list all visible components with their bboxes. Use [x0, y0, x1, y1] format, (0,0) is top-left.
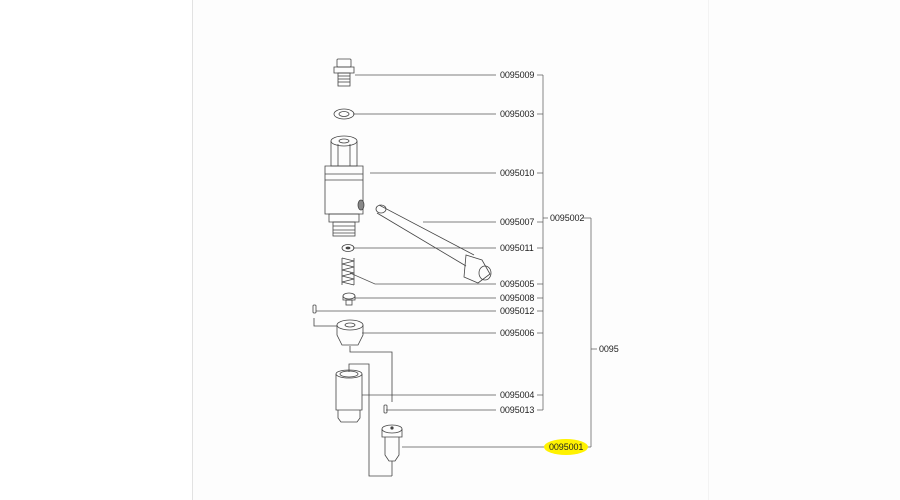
- part-label-0095007[interactable]: 0095007: [500, 217, 535, 227]
- inlet-connector-part: [375, 204, 492, 284]
- part-label-0095001-highlighted[interactable]: 0095001: [544, 439, 589, 455]
- part-label-0095013[interactable]: 0095013: [500, 405, 535, 415]
- shim-washer-part: [341, 244, 355, 252]
- nozzle-part: [381, 424, 403, 476]
- part-label-0095008[interactable]: 0095008: [500, 293, 535, 303]
- locating-pin-part: [383, 404, 388, 414]
- subassembly-label-0095002[interactable]: 0095002: [550, 213, 585, 223]
- diagram-panel: [193, 0, 900, 500]
- part-label-0095010[interactable]: 0095010: [500, 168, 535, 178]
- part-label-0095006[interactable]: 0095006: [500, 328, 535, 338]
- left-panel: [0, 0, 192, 500]
- part-label-0095012[interactable]: 0095012: [500, 306, 535, 316]
- injector-body-part: [324, 135, 365, 237]
- assembly-label-0095[interactable]: 0095: [599, 344, 619, 354]
- leader-lines: [316, 74, 546, 448]
- part-label-0095003[interactable]: 0095003: [500, 109, 535, 119]
- panel-divider: [192, 0, 193, 500]
- banjo-bolt-part: [333, 58, 355, 87]
- part-label-0095009[interactable]: 0095009: [500, 70, 535, 80]
- part-label-0095005[interactable]: 0095005: [500, 279, 535, 289]
- panel-divider-right: [708, 0, 709, 500]
- nozzle-retaining-nut-part: [335, 363, 392, 477]
- dowel-pin-part: [312, 304, 337, 327]
- part-label-0095004[interactable]: 0095004: [500, 390, 535, 400]
- spring-seat-part: [342, 292, 356, 306]
- sealing-washer-part: [333, 108, 355, 120]
- part-label-0095011[interactable]: 0095011: [500, 243, 534, 253]
- intermediate-disc-part: [336, 319, 393, 402]
- pressure-spring-part: [341, 257, 355, 286]
- bom-brackets: [537, 74, 597, 448]
